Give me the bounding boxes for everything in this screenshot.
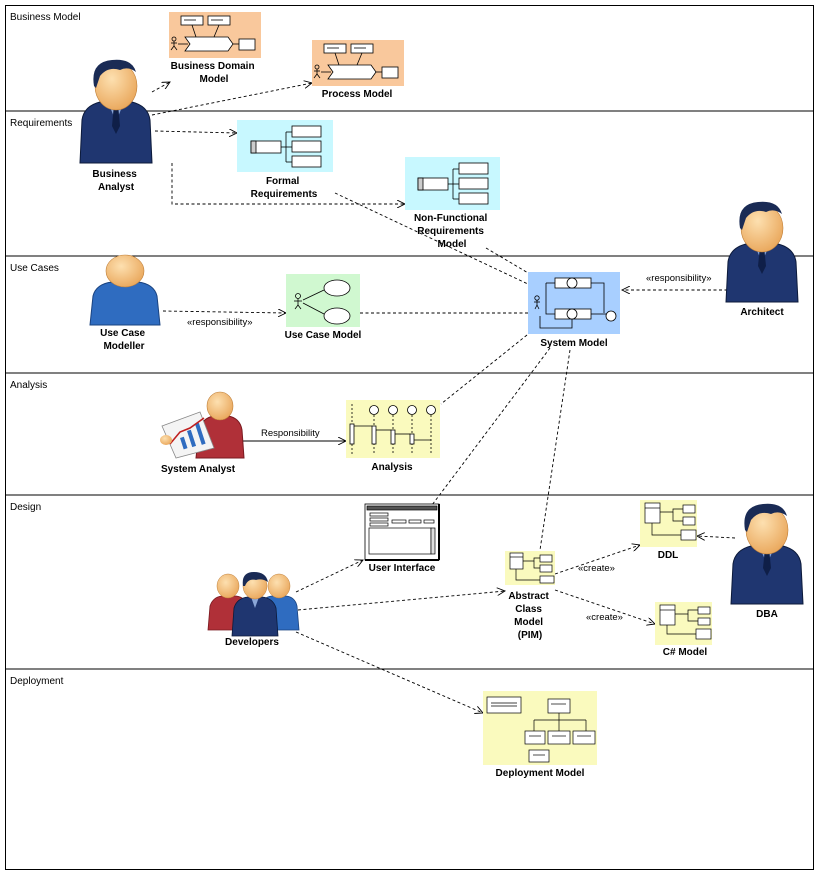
connectors bbox=[151, 82, 736, 713]
use-case-modeller-label: Use Case Modeller bbox=[100, 328, 148, 352]
deployment-diagram-icon bbox=[486, 696, 596, 763]
formal-requirements-label: Formal Requirements bbox=[251, 176, 318, 200]
user-interface-model[interactable]: User Interface bbox=[364, 503, 440, 574]
label-analyst-responsibility: Responsibility bbox=[261, 428, 320, 439]
person-icon bbox=[730, 503, 804, 605]
dba-actor[interactable]: DBA bbox=[730, 503, 804, 620]
connector-developers-to-ui bbox=[295, 560, 363, 593]
abstract-class-model-label: Abstract Class Model (PIM) bbox=[508, 591, 551, 641]
business-domain-model[interactable]: Business Domain Model bbox=[169, 12, 261, 85]
lane-use-cases: Use Cases bbox=[10, 263, 59, 274]
non-functional-requirements-model[interactable]: Non-Functional Requirements Model bbox=[405, 157, 500, 250]
ddl-label: DDL bbox=[658, 550, 679, 561]
sequence-diagram-icon bbox=[349, 404, 436, 454]
label-create-csharp: «create» bbox=[586, 612, 623, 623]
connector-pim-to-csharp bbox=[554, 589, 655, 624]
system-analyst-label: System Analyst bbox=[161, 464, 236, 475]
use-case-model[interactable]: Use Case Model bbox=[285, 274, 362, 341]
csharp-model-label: C# Model bbox=[663, 647, 708, 658]
analysis-label: Analysis bbox=[371, 462, 413, 473]
label-architect-responsibility: «responsibility» bbox=[646, 273, 711, 284]
use-case-modeller-actor[interactable]: Use Case Modeller bbox=[89, 254, 161, 352]
connector-analyst-to-formal bbox=[154, 131, 237, 133]
system-model-label: System Model bbox=[540, 338, 607, 349]
business-analyst-actor[interactable]: Business Analyst bbox=[79, 59, 153, 193]
formal-requirements[interactable]: Formal Requirements bbox=[237, 120, 333, 200]
people-group-icon bbox=[207, 572, 300, 637]
connector-analyst-to-domain bbox=[151, 82, 170, 93]
lane-design: Design bbox=[10, 502, 41, 513]
dba-label: DBA bbox=[756, 609, 778, 620]
system-model[interactable]: System Model bbox=[528, 272, 620, 349]
process-diagram-icon bbox=[313, 43, 399, 80]
deployment-model[interactable]: Deployment Model bbox=[483, 691, 597, 779]
connector-pim-to-ddl bbox=[554, 545, 640, 575]
abstract-class-model[interactable]: Abstract Class Model (PIM) bbox=[505, 551, 555, 641]
interaction-diagram-icon bbox=[534, 277, 617, 329]
connector-analyst-to-nonfunctional bbox=[171, 163, 405, 204]
class-diagram-icon bbox=[659, 604, 712, 640]
architect-label: Architect bbox=[740, 307, 784, 318]
deployment-model-label: Deployment Model bbox=[496, 768, 585, 779]
use-case-icon bbox=[294, 279, 351, 325]
csharp-model[interactable]: C# Model bbox=[655, 602, 712, 658]
process-model[interactable]: Process Model bbox=[312, 40, 404, 100]
business-analyst-label: Business Analyst bbox=[92, 169, 139, 193]
lane-business-model: Business Model bbox=[10, 12, 81, 23]
class-diagram-icon bbox=[644, 502, 697, 541]
process-model-label: Process Model bbox=[322, 89, 393, 100]
requirements-tree-icon bbox=[417, 162, 489, 205]
label-modeller-responsibility: «responsibility» bbox=[187, 317, 252, 328]
developers-label: Developers bbox=[225, 637, 279, 648]
use-case-model-label: Use Case Model bbox=[285, 330, 362, 341]
lane-deployment: Deployment bbox=[10, 676, 64, 687]
connector-system-to-analysis bbox=[440, 334, 528, 405]
person-icon bbox=[89, 254, 161, 326]
non-functional-requirements-label: Non-Functional Requirements Model bbox=[414, 213, 490, 250]
connector-modeller-to-usecase bbox=[162, 311, 286, 313]
person-icon bbox=[79, 59, 153, 164]
lane-analysis: Analysis bbox=[10, 380, 47, 391]
connector-system-to-ui bbox=[431, 347, 551, 506]
analysis-model[interactable]: Analysis bbox=[346, 400, 440, 473]
connector-formal-to-system bbox=[334, 192, 531, 286]
person-icon bbox=[725, 201, 799, 303]
system-analyst-actor[interactable]: System Analyst bbox=[160, 391, 245, 475]
window-icon bbox=[365, 504, 440, 561]
connector-system-to-pim bbox=[539, 349, 571, 551]
ddl-model[interactable]: DDL bbox=[640, 500, 697, 561]
lane-requirements: Requirements bbox=[10, 118, 72, 129]
architect-actor[interactable]: Architect bbox=[725, 201, 799, 318]
connector-developers-to-deployment bbox=[295, 631, 483, 713]
connector-dba-to-ddl bbox=[697, 536, 736, 538]
connector-developers-to-pim bbox=[297, 591, 505, 611]
connector-analyst-to-process bbox=[151, 83, 312, 116]
requirements-tree-icon bbox=[250, 125, 322, 168]
swimlanes: Business Model Requirements Use Cases An… bbox=[5, 5, 814, 870]
process-diagram-icon bbox=[170, 15, 256, 52]
class-diagram-icon bbox=[509, 552, 555, 584]
person-with-chart-icon bbox=[160, 391, 245, 459]
label-create-ddl: «create» bbox=[578, 563, 615, 574]
user-interface-label: User Interface bbox=[369, 563, 436, 574]
business-domain-model-label: Business Domain Model bbox=[171, 61, 258, 85]
developers-actor[interactable]: Developers bbox=[207, 572, 300, 648]
